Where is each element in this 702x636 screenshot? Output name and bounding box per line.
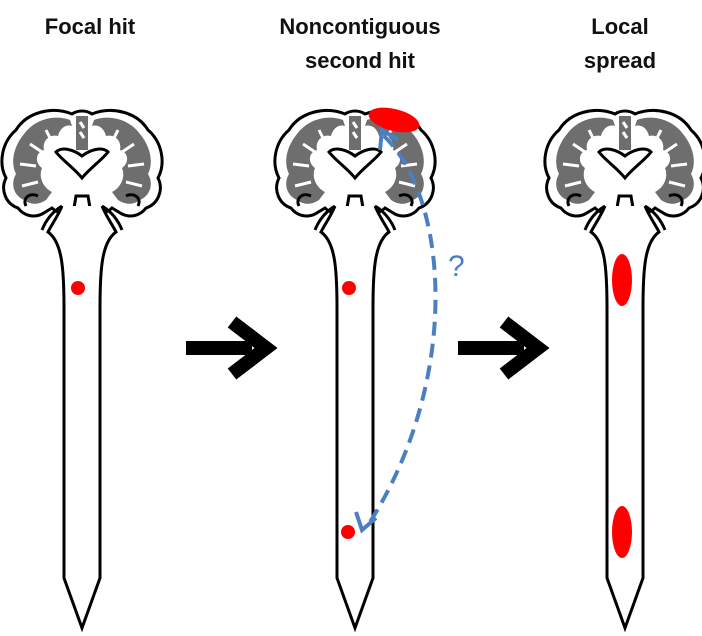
brain-icon [2, 111, 162, 628]
lower-elongated-lesion [612, 506, 632, 558]
upper-cord-lesion [342, 281, 356, 295]
right-arrow-icon [458, 322, 538, 374]
right-arrow-icon [186, 322, 266, 374]
panel-local-spread [545, 111, 702, 628]
question-mark-label: ? [448, 250, 465, 283]
panel-focal-hit [2, 111, 162, 628]
focal-lesion [71, 281, 85, 295]
panel-noncontiguous-second-hit: ? [275, 103, 465, 628]
upper-elongated-lesion [612, 254, 632, 306]
brain-icon [275, 111, 435, 628]
lower-cord-lesion [341, 525, 355, 539]
